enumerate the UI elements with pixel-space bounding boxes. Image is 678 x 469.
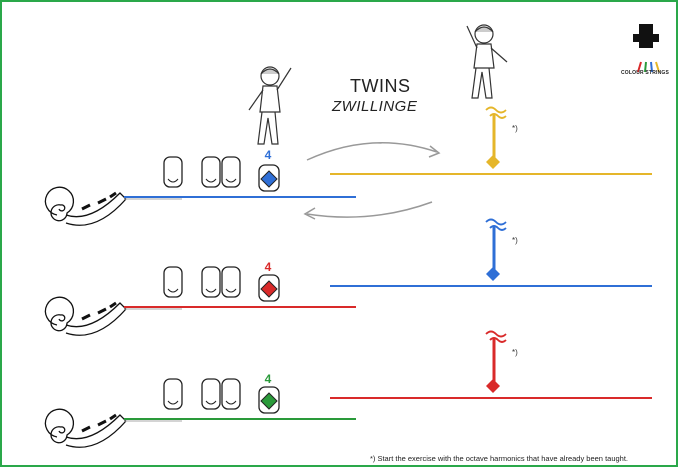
violin-scroll-icon [44,296,127,336]
finger-number-blue: 4 [264,148,272,162]
footnote-text: *) Start the exercise with the octave ha… [369,454,628,463]
footnote-mark-red: *) [512,348,518,357]
violin-row [44,378,356,448]
page-subtitle: ZWILLINGE [332,98,418,115]
diamond-marker [260,392,278,410]
note-diamond [486,379,500,393]
violin-scroll-icon [44,186,127,226]
arrow-to-right [306,141,438,161]
arrow-to-left [306,201,433,218]
harmonic-string [330,330,652,399]
child-figure-top [466,24,508,99]
note-diamond [486,155,500,169]
colour-strings-logo [630,20,662,73]
page-title: TWINS [350,76,411,96]
harmonic-wave-icon [485,218,507,231]
finger-number-red: 4 [264,260,272,274]
note-diamond [486,267,500,281]
violin-row [44,156,356,226]
diamond-marker [260,170,278,188]
footnote-mark-blue: *) [512,236,518,245]
diamond-marker [260,280,278,298]
arrow-head-left [303,207,316,220]
harmonic-string [330,106,652,175]
violin-row [44,266,356,336]
harmonic-wave-icon [485,330,507,343]
harmonic-wave-icon [485,106,507,119]
finger-number-green: 4 [264,372,272,386]
violin-scroll-icon [44,408,127,448]
logo-label: COLOUR STRINGS [620,70,670,76]
arrow-head-right [428,145,441,158]
child-figure-middle [248,66,292,145]
footnote-mark-yellow: *) [512,124,518,133]
harmonic-string [330,218,652,287]
